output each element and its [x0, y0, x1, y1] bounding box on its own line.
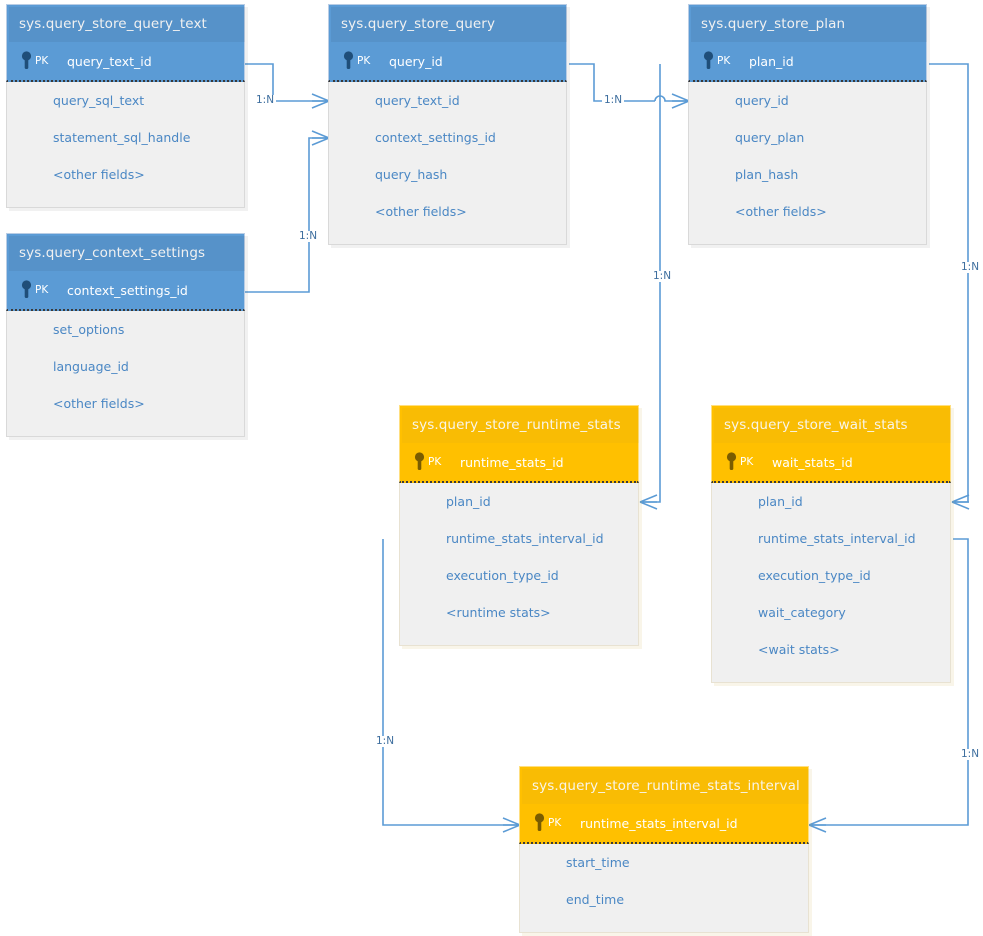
- field-row: <other fields>: [735, 204, 827, 219]
- pk-tag: PK: [428, 456, 442, 468]
- pk-tag: PK: [357, 55, 371, 67]
- pk-tag: PK: [35, 55, 49, 67]
- entity-body: plan_id runtime_stats_interval_id execut…: [399, 483, 639, 646]
- entity-primary-key-row[interactable]: PK plan_id: [688, 42, 927, 82]
- crowfoot-query-text-id: [311, 93, 330, 109]
- entity-title: sys.query_context_settings: [6, 233, 245, 271]
- entity-query-store-query-text[interactable]: sys.query_store_query_text PK query_text…: [6, 4, 248, 211]
- relationship-label-r1: 1:N: [254, 94, 277, 106]
- crowfoot-wait-plan-id: [951, 494, 970, 510]
- key-icon: [722, 452, 740, 472]
- entity-title: sys.query_store_query_text: [6, 4, 245, 42]
- entity-query-store-runtime-stats-interval[interactable]: sys.query_store_runtime_stats_interval P…: [519, 766, 812, 936]
- field-row: plan_id: [758, 494, 803, 509]
- entity-query-context-settings[interactable]: sys.query_context_settings PK context_se…: [6, 233, 248, 440]
- key-icon: [17, 51, 35, 71]
- crowfoot-interval-left: [502, 817, 521, 833]
- field-row: <wait stats>: [758, 642, 840, 657]
- entity-fields: start_time end_time: [520, 844, 808, 932]
- key-icon: [339, 51, 357, 71]
- field-row: plan_hash: [735, 167, 799, 182]
- entity-query-store-wait-stats[interactable]: sys.query_store_wait_stats PK wait_stats…: [711, 405, 954, 686]
- field-row: query_plan: [735, 130, 805, 145]
- entity-body: query_text_id context_settings_id query_…: [328, 82, 567, 245]
- crowfoot-context-settings-id: [311, 130, 330, 146]
- entity-title: sys.query_store_wait_stats: [711, 405, 951, 443]
- pk-field-name: query_id: [389, 53, 443, 69]
- field-row: query_id: [735, 93, 789, 108]
- connector-query-to-plan-b: [654, 95, 687, 102]
- pk-field-name: runtime_stats_id: [460, 454, 564, 470]
- field-row: <runtime stats>: [446, 605, 551, 620]
- entity-query-store-query[interactable]: sys.query_store_query PK query_id query_…: [328, 4, 570, 248]
- relationship-label-r2: 1:N: [297, 230, 320, 242]
- field-row: query_text_id: [375, 93, 460, 108]
- entity-title: sys.query_store_plan: [688, 4, 927, 42]
- field-row: wait_category: [758, 605, 846, 620]
- key-icon: [17, 280, 35, 300]
- field-row: language_id: [53, 359, 129, 374]
- crowfoot-runtime-plan-id: [639, 494, 658, 510]
- entity-primary-key-row[interactable]: PK runtime_stats_interval_id: [519, 804, 809, 844]
- pk-tag: PK: [740, 456, 754, 468]
- entity-title: sys.query_store_runtime_stats_interval: [519, 766, 809, 804]
- relationship-label-r5: 1:N: [959, 261, 982, 273]
- entity-primary-key-row[interactable]: PK runtime_stats_id: [399, 443, 639, 483]
- entity-fields: query_id query_plan plan_hash <other fie…: [689, 82, 926, 244]
- key-icon: [410, 452, 428, 472]
- entity-body: query_sql_text statement_sql_handle <oth…: [6, 82, 245, 208]
- entity-title: sys.query_store_runtime_stats: [399, 405, 639, 443]
- entity-body: start_time end_time: [519, 844, 809, 933]
- field-row: start_time: [566, 855, 630, 870]
- field-row: <other fields>: [375, 204, 467, 219]
- pk-field-name: plan_id: [749, 53, 794, 69]
- entity-query-store-runtime-stats[interactable]: sys.query_store_runtime_stats PK runtime…: [399, 405, 642, 649]
- relationship-label-r3: 1:N: [602, 94, 625, 106]
- entity-title: sys.query_store_query: [328, 4, 567, 42]
- entity-fields: set_options language_id <other fields>: [7, 311, 244, 436]
- pk-field-name: runtime_stats_interval_id: [580, 815, 738, 831]
- field-row: query_hash: [375, 167, 448, 182]
- field-row: query_sql_text: [53, 93, 145, 108]
- pk-tag: PK: [717, 55, 731, 67]
- relationship-label-r7: 1:N: [959, 748, 982, 760]
- pk-tag: PK: [35, 284, 49, 296]
- key-icon: [530, 813, 548, 833]
- field-row: statement_sql_handle: [53, 130, 191, 145]
- field-row: end_time: [566, 892, 625, 907]
- pk-field-name: context_settings_id: [67, 282, 188, 298]
- field-row: <other fields>: [53, 396, 145, 411]
- field-row: runtime_stats_interval_id: [446, 531, 604, 546]
- field-row: context_settings_id: [375, 130, 496, 145]
- entity-primary-key-row[interactable]: PK query_text_id: [6, 42, 245, 82]
- entity-body: query_id query_plan plan_hash <other fie…: [688, 82, 927, 245]
- entity-body: plan_id runtime_stats_interval_id execut…: [711, 483, 951, 683]
- entity-query-store-plan[interactable]: sys.query_store_plan PK plan_id query_id…: [688, 4, 930, 248]
- field-row: runtime_stats_interval_id: [758, 531, 916, 546]
- entity-body: set_options language_id <other fields>: [6, 311, 245, 437]
- field-row: plan_id: [446, 494, 491, 509]
- field-row: set_options: [53, 322, 125, 337]
- key-icon: [699, 51, 717, 71]
- field-row: <other fields>: [53, 167, 145, 182]
- entity-fields: plan_id runtime_stats_interval_id execut…: [400, 483, 638, 645]
- crowfoot-plan-query-id: [671, 93, 690, 109]
- connector-plan-to-runtime-stats: [641, 64, 661, 503]
- entity-primary-key-row[interactable]: PK context_settings_id: [6, 271, 245, 311]
- pk-tag: PK: [548, 817, 562, 829]
- entity-fields: plan_id runtime_stats_interval_id execut…: [712, 483, 950, 682]
- pk-field-name: query_text_id: [67, 53, 152, 69]
- entity-primary-key-row[interactable]: PK wait_stats_id: [711, 443, 951, 483]
- relationship-label-r6: 1:N: [374, 735, 397, 747]
- entity-fields: query_text_id context_settings_id query_…: [329, 82, 566, 244]
- entity-fields: query_sql_text statement_sql_handle <oth…: [7, 82, 244, 207]
- connector-context-settings-to-query: [245, 137, 327, 293]
- entity-primary-key-row[interactable]: PK query_id: [328, 42, 567, 82]
- field-row: execution_type_id: [758, 568, 871, 583]
- relationship-label-r4: 1:N: [651, 270, 674, 282]
- field-row: execution_type_id: [446, 568, 559, 583]
- pk-field-name: wait_stats_id: [772, 454, 853, 470]
